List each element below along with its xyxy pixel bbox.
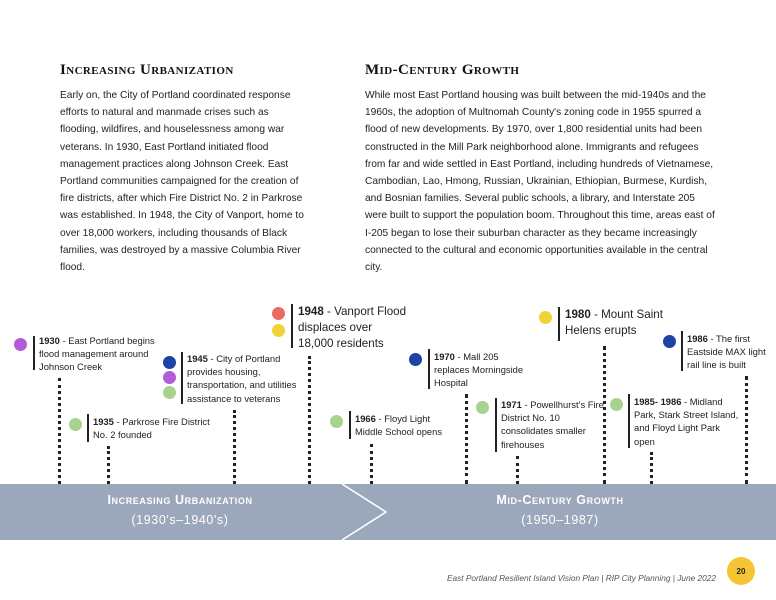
timeline-marker-1930 — [33, 336, 35, 370]
timeline-event-1930: 1930 - East Portland begins flood manage… — [39, 335, 155, 373]
timeline-event-1966: 1966 - Floyd Light Middle School opens — [355, 413, 443, 438]
page-number-badge: 20 — [727, 557, 755, 585]
timeline-marker-1970 — [428, 349, 430, 389]
era-band — [0, 484, 776, 540]
timeline-dotted-line-1935 — [107, 446, 110, 484]
timeline-event-1980: 1980 - Mount Saint Helens erupts — [565, 308, 663, 337]
timeline-dot-1985 — [610, 398, 623, 411]
timeline-dotted-line-1980 — [603, 346, 606, 484]
timeline-event-1948: 1948 - Vanport Flood displaces over 18,0… — [298, 305, 407, 350]
timeline-dot-1966 — [330, 415, 343, 428]
timeline-marker-1945 — [181, 352, 183, 404]
timeline-marker-1971 — [495, 398, 497, 452]
era-title-urbanization: Increasing Urbanization — [107, 493, 253, 507]
timeline-dotted-line-1966 — [370, 444, 373, 484]
timeline-dot-1980 — [539, 311, 552, 324]
timeline-dotted-line-1986 — [745, 376, 748, 484]
timeline-marker-1980 — [558, 307, 560, 341]
timeline-event-1971: 1971 - Powellhurst's Fire District No. 1… — [501, 399, 604, 450]
left-section-heading: Increasing Urbanization — [60, 62, 234, 78]
timeline-dotted-line-1971 — [516, 456, 519, 484]
timeline-dotted-line-1945 — [233, 410, 236, 484]
left-section-body: Early on, the City of Portland coordinat… — [60, 90, 304, 274]
timeline-dot-1930 — [14, 338, 27, 351]
timeline-event-1985: 1985- 1986 - Midland Park, Stark Street … — [634, 396, 739, 447]
timeline-dot-1945-a — [163, 356, 176, 369]
timeline-event-1986: 1986 - The first Eastside MAX light rail… — [687, 333, 766, 371]
timeline-dotted-line-1930 — [58, 378, 61, 484]
timeline-dot-1986 — [663, 335, 676, 348]
timeline-dotted-line-1948 — [308, 356, 311, 484]
timeline-marker-1985 — [628, 394, 630, 448]
timeline-event-1935: 1935 - Parkrose Fire District No. 2 foun… — [93, 416, 210, 441]
timeline-marker-1966 — [349, 411, 351, 439]
era-range-urbanization: (1930's–1940's) — [131, 513, 229, 527]
timeline-dot-1935 — [69, 418, 82, 431]
right-section-body: While most East Portland housing was bui… — [365, 90, 715, 274]
timeline-event-1945: 1945 - City of Portland provides housing… — [187, 353, 297, 404]
timeline-dotted-line-1970 — [465, 394, 468, 484]
timeline-dot-1970 — [409, 353, 422, 366]
era-divider-chevron — [341, 484, 388, 540]
timeline-dot-1945-b — [163, 371, 176, 384]
timeline-marker-1948 — [291, 304, 293, 348]
timeline-marker-1935 — [87, 414, 89, 442]
timeline-dotted-line-1985 — [650, 452, 653, 484]
era-range-mid-century: (1950–1987) — [521, 513, 599, 527]
timeline-marker-1986 — [681, 331, 683, 371]
timeline-dot-1971 — [476, 401, 489, 414]
page-footer: East Portland Resilient Island Vision Pl… — [446, 573, 716, 583]
timeline-dot-1948-b — [272, 324, 285, 337]
era-label-urbanization: Increasing Urbanization (1930's–1940's) — [55, 490, 305, 530]
timeline-event-1970: 1970 - Mall 205 replaces Morningside Hos… — [434, 351, 524, 389]
timeline-dot-1945-c — [163, 386, 176, 399]
era-label-mid-century: Mid-Century Growth (1950–1987) — [440, 490, 680, 530]
timeline-dot-1948-a — [272, 307, 285, 320]
right-section-heading: Mid-Century Growth — [365, 62, 520, 78]
era-title-mid-century: Mid-Century Growth — [496, 493, 624, 507]
